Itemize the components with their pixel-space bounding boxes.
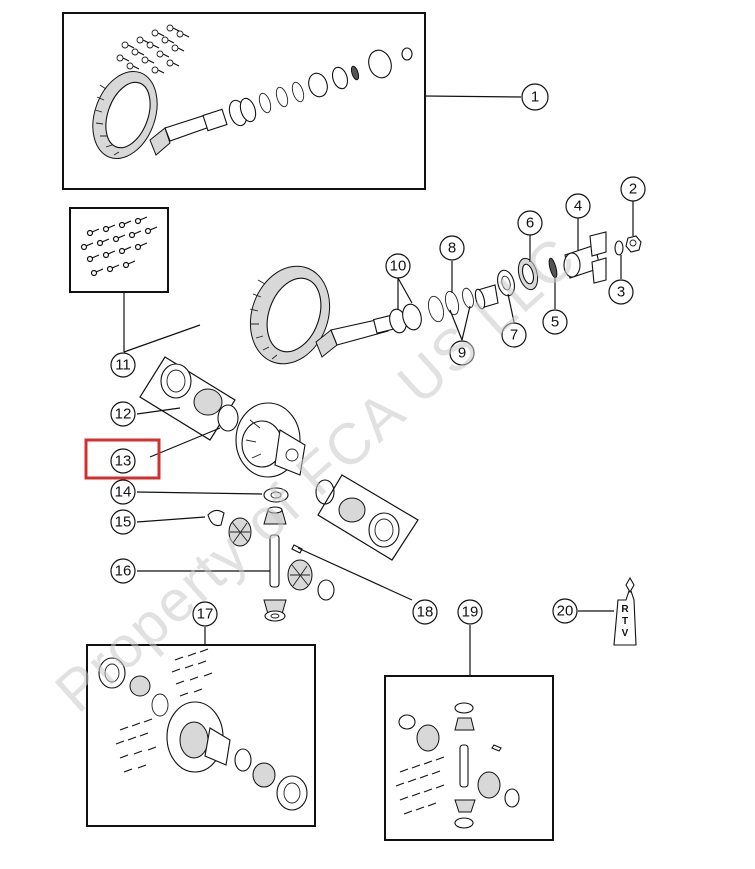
pinion-gear-icon [149,108,228,156]
selected-callout-highlight [84,438,161,480]
svg-text:12: 12 [115,406,132,423]
shims-9[interactable] [426,287,476,323]
pinion-mate-top[interactable] [263,506,287,525]
leader-lines [123,95,634,676]
kit-box-1[interactable] [62,12,426,190]
rtv-label-t: T [622,616,628,627]
callout-11[interactable]: 11 [110,352,136,378]
callout-7[interactable]: 7 [501,322,527,348]
callout-13[interactable]: 13 [110,448,136,474]
callout-4[interactable]: 4 [565,193,591,219]
side-gear-left[interactable] [228,517,252,547]
differential-case[interactable] [235,402,306,478]
svg-text:4: 4 [574,198,582,215]
pinion-mate-bottom[interactable] [263,599,287,622]
roll-pin-18[interactable] [291,544,303,554]
svg-text:13: 13 [115,453,132,470]
callout-2[interactable]: 2 [620,176,646,202]
callout-9[interactable]: 9 [449,340,475,366]
washer-3[interactable] [614,240,624,256]
svg-text:6: 6 [526,215,534,232]
kit19-differential-internals-icon [398,702,520,829]
rtv-label-r: R [621,604,629,615]
rtv-sealant-tube-20[interactable]: R T V [613,576,637,646]
diff-shim-13[interactable] [217,404,239,432]
pinion-nut-2[interactable] [625,235,642,253]
svg-text:11: 11 [115,357,131,374]
svg-text:10: 10 [390,258,407,275]
kit17-right-bearing-icon [234,748,308,811]
svg-text:17: 17 [197,606,214,623]
kit17-diff-case-icon [166,701,231,773]
callout-16[interactable]: 16 [110,558,136,584]
pinion-bearings-shims-icon [228,47,413,127]
svg-text:7: 7 [510,327,518,344]
diff-bearing-kit-12[interactable] [139,356,236,441]
callout-19[interactable]: 19 [457,599,483,625]
svg-text:18: 18 [417,604,434,621]
thrust-washer-right[interactable] [317,579,335,601]
callout-14[interactable]: 14 [110,479,136,505]
svg-text:5: 5 [551,314,559,331]
bolts-icon [80,216,158,277]
pinion-washer-15[interactable] [207,509,225,527]
callout-18[interactable]: 18 [412,599,438,625]
pinion-yoke-4[interactable] [563,231,607,284]
rtv-label-v: V [622,628,629,639]
kit-box-bolts[interactable] [69,207,169,293]
callout-17[interactable]: 17 [192,601,218,627]
callout-1[interactable]: 1 [521,83,549,111]
svg-text:16: 16 [115,563,132,580]
ring-gear-icon [92,70,158,160]
callout-20[interactable]: 20 [552,598,578,624]
pinion-seal-6[interactable] [515,256,541,292]
svg-text:19: 19 [462,604,479,621]
collapsible-spacer-8[interactable] [474,284,499,310]
svg-text:3: 3 [617,284,625,301]
kit-box-19[interactable] [384,675,554,841]
pinion-bearing-7[interactable] [495,268,517,297]
svg-text:20: 20 [557,603,574,620]
svg-text:14: 14 [115,484,132,501]
diff-bearing-kit-right[interactable] [317,474,419,561]
callout-5[interactable]: 5 [542,309,568,335]
svg-text:2: 2 [629,181,637,198]
ring-gear-bolts-icon [116,24,190,80]
callout-15[interactable]: 15 [110,509,136,535]
kit-box-17[interactable] [86,644,316,827]
svg-text:8: 8 [448,240,456,257]
callout-8[interactable]: 8 [439,235,465,261]
svg-text:1: 1 [531,89,539,106]
svg-text:9: 9 [458,345,466,362]
callout-10[interactable]: 10 [385,253,411,279]
side-gear-washer-14[interactable] [263,487,289,503]
svg-text:15: 15 [115,514,132,531]
side-gear-right[interactable] [287,559,313,591]
kit19-bolts-icon [395,756,445,815]
pinion-bearing-10[interactable] [387,302,424,335]
pinion-shaft-16[interactable] [269,534,280,588]
callout-6[interactable]: 6 [517,210,543,236]
callout-12[interactable]: 12 [110,401,136,427]
kit17-bolts-icon [115,648,213,773]
callout-3[interactable]: 3 [608,279,634,305]
washer-5[interactable] [548,257,559,279]
ring-gear[interactable] [237,255,343,375]
kit17-bearing-cup-icon [98,657,169,717]
